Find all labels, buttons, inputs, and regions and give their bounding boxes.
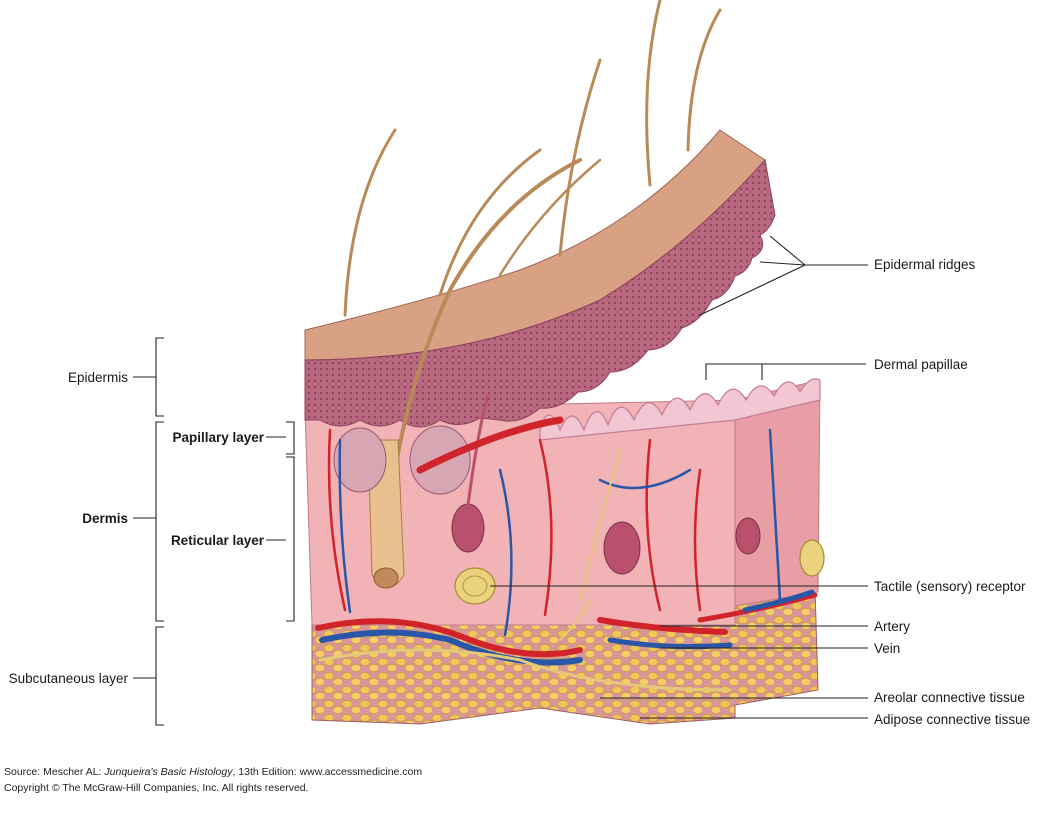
tactile-receptors [454,539,825,605]
label-epidermis: Epidermis [68,370,128,385]
epidermis-slab [304,129,776,428]
label-dermis: Dermis [82,511,128,526]
nerves [318,449,732,692]
caption-source-prefix: Source: Mescher AL: [4,766,105,778]
label-reticular-layer: Reticular layer [171,533,265,548]
label-papillary-layer: Papillary layer [172,430,264,445]
label-tactile-receptor: Tactile (sensory) receptor [874,579,1026,594]
sweat-glands [451,394,761,575]
veins [319,428,815,666]
label-subcutaneous: Subcutaneous layer [9,671,129,686]
arteries [315,416,818,658]
right-leaders [490,235,868,719]
caption-source-suffix: , 13th Edition: www.accessmedicine.com [232,766,423,778]
caption-source-title: Junqueira's Basic Histology [104,766,233,778]
label-adipose: Adipose connective tissue [874,712,1030,727]
source-caption: Source: Mescher AL: Junqueira's Basic Hi… [4,766,422,778]
label-dermal-papillae: Dermal papillae [874,357,968,372]
label-areolar: Areolar connective tissue [874,690,1025,705]
left-brackets [133,337,295,726]
dermal-papillae [539,378,821,441]
label-epidermal-ridges: Epidermal ridges [874,257,976,272]
copyright-caption: Copyright © The McGraw-Hill Companies, I… [4,782,309,794]
label-artery: Artery [874,619,910,634]
label-vein: Vein [874,641,900,656]
